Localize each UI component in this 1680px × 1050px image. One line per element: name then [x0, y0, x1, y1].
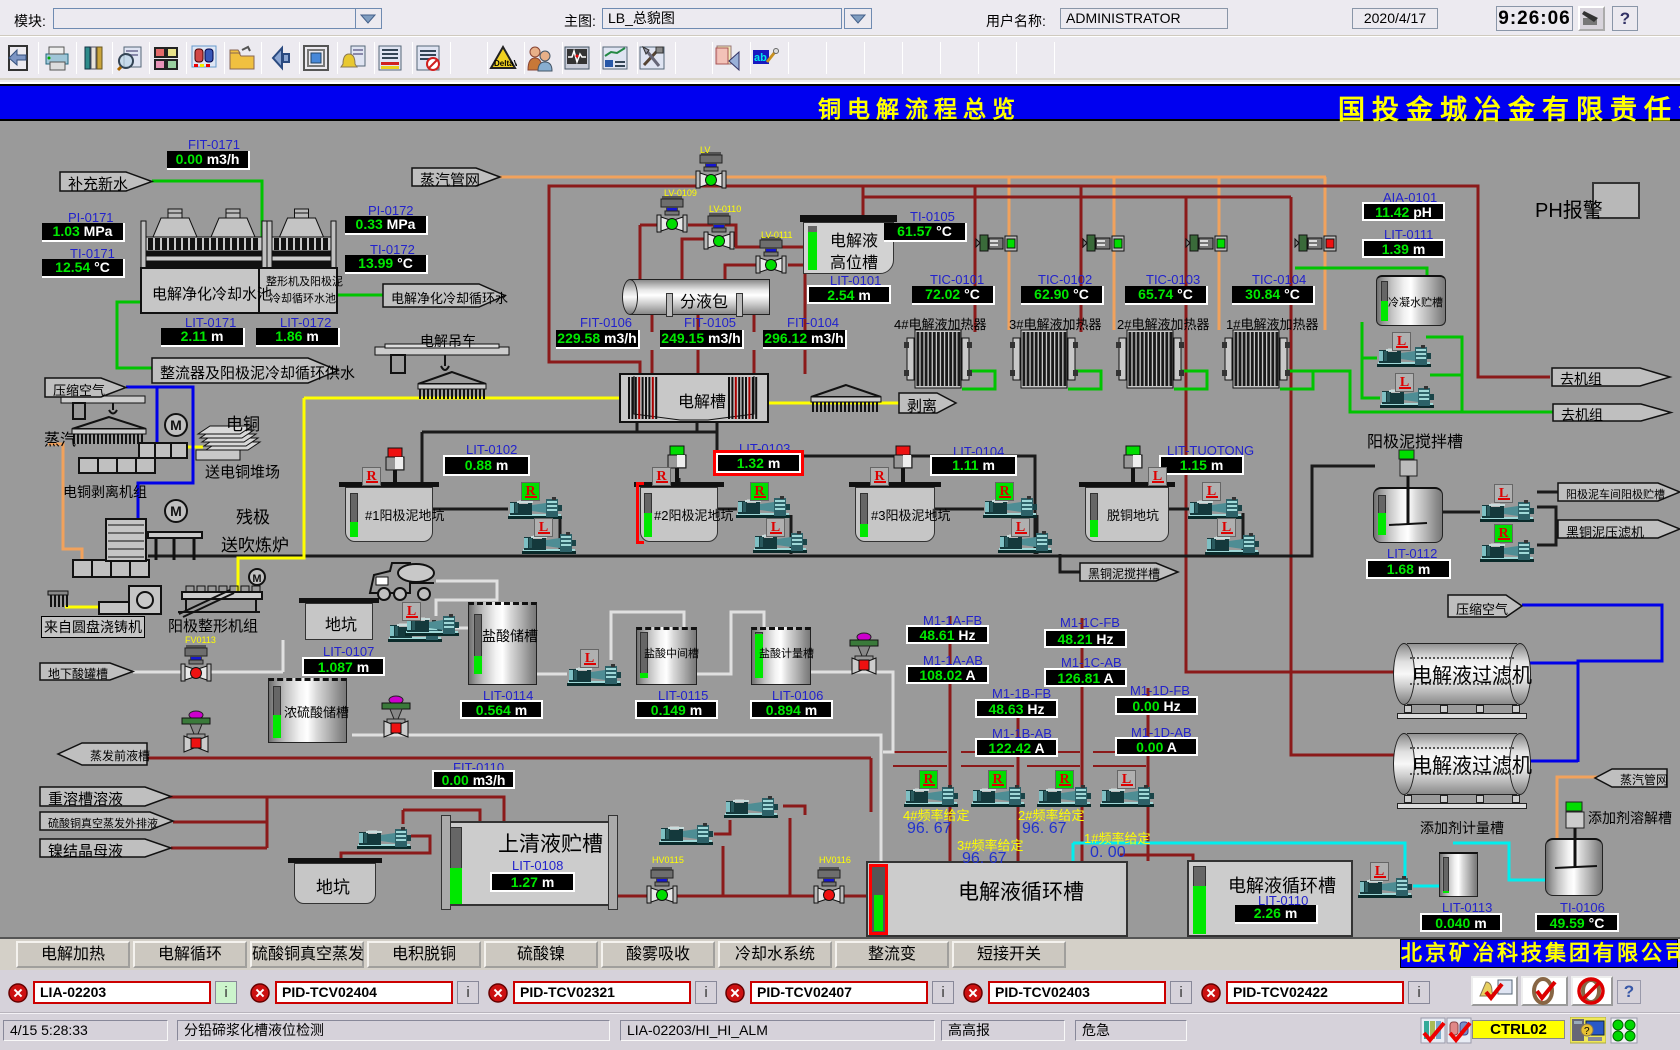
svg-text:M: M — [170, 503, 182, 519]
svg-text:ab: ab — [754, 52, 767, 64]
svg-text:M: M — [170, 417, 182, 433]
svg-text:?: ? — [1584, 1026, 1590, 1037]
svg-text:DeltaV: DeltaV — [494, 59, 517, 68]
svg-text:M: M — [252, 573, 261, 585]
